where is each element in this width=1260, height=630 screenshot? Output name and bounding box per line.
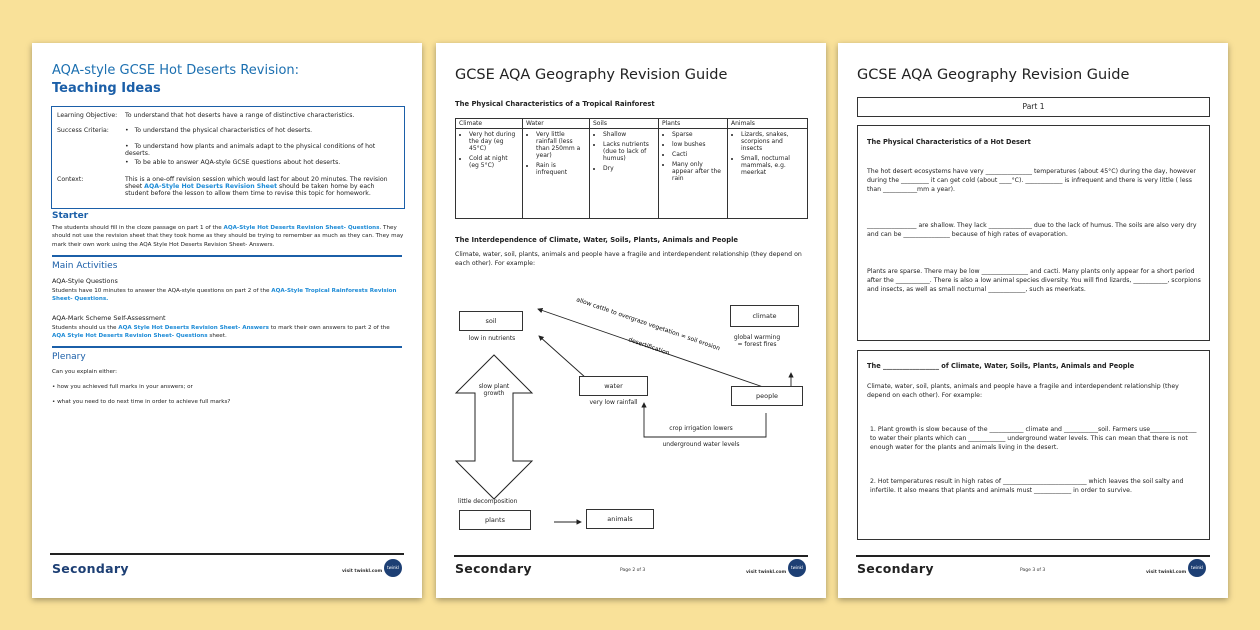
revision-sheet-link[interactable]: AQA-Style Hot Deserts Revision Sheet	[144, 183, 278, 190]
starter-heading: Starter	[52, 211, 89, 221]
part-1-banner: Part 1	[857, 97, 1210, 117]
rainforest-questions-link[interactable]: AQA-Style Tropical Rainforests Revision …	[52, 288, 397, 303]
aqa-questions-subheading: AQA-Style Questions	[52, 277, 118, 285]
starter-text: The students should fill in the cloze pa…	[52, 225, 404, 248]
arrow-water-to-soil	[538, 335, 587, 379]
question-item: 2. Hot temperatures result in high rates…	[870, 478, 1184, 494]
interdependence-diagram: allow cattle to overgraze vegetation = s…	[454, 296, 794, 525]
starter-link[interactable]: AQA-Style Hot Deserts Revision Sheet- Qu…	[223, 225, 380, 231]
footer-rule	[856, 555, 1210, 557]
secondary-label: Secondary	[857, 561, 934, 576]
cloze-paragraph: ________________ are shallow. They lack …	[867, 222, 1197, 238]
table-cell: Sparselow bushesCactiMany only appear af…	[658, 128, 728, 219]
table-cell: Very hot during the day (eg 45°C)Cold at…	[455, 128, 523, 219]
water-note: very low rainfall	[589, 399, 638, 406]
learning-objective-text: To understand that hot deserts have a ra…	[125, 112, 355, 119]
plenary-item: • what you need to do next time in order…	[52, 399, 231, 405]
climate-box: climate	[730, 305, 799, 327]
footer-rule	[454, 555, 808, 557]
underground-label: underground water levels	[662, 441, 740, 448]
twinkl-logo: twinkl	[384, 559, 402, 577]
aqa-questions-text: Students have 10 minutes to answer the A…	[52, 288, 397, 303]
success-criteria-item: • To be able to answer AQA-style GCSE qu…	[125, 159, 341, 166]
context-text: This is a one-off revision session which…	[125, 176, 388, 197]
water-box: water	[579, 376, 648, 396]
interdependence-intro: Climate, water, soil, plants, animals an…	[455, 251, 802, 267]
plenary-intro: Can you explain either:	[52, 369, 118, 375]
page-number: Page 2 of 3	[620, 568, 646, 573]
arrow-people-to-soil	[537, 307, 767, 389]
table-cell: Lizards, snakes, scorpions and insectsSm…	[727, 128, 808, 219]
people-box: people	[731, 386, 803, 406]
success-criteria-label: Success Criteria:	[57, 127, 109, 134]
rainforest-section-heading: The Physical Characteristics of a Tropic…	[455, 100, 655, 108]
answers-link[interactable]: AQA Style Hot Deserts Revision Sheet- An…	[118, 325, 269, 331]
double-arrow	[454, 354, 534, 500]
little-decomposition-label: little decomposition	[458, 498, 518, 505]
questions-link[interactable]: AQA Style Hot Deserts Revision Sheet- Qu…	[52, 333, 208, 340]
question-item: 1. Plant growth is slow because of the _…	[870, 426, 1197, 451]
visit-link[interactable]: visit twinkl.com	[746, 570, 787, 575]
interdependence-intro: Climate, water, soil, plants, animals an…	[867, 383, 1179, 399]
secondary-label: Secondary	[455, 561, 532, 576]
context-label: Context:	[57, 176, 84, 183]
page1-title-line1: AQA-style GCSE Hot Deserts Revision:	[52, 63, 300, 78]
divider	[52, 255, 402, 257]
table-cell: Very little rainfall (less than 250mm a …	[522, 128, 590, 219]
page-revision-guide-questions: GCSE AQA Geography Revision Guide Part 1…	[838, 43, 1228, 598]
success-criteria-item: • To understand how plants and animals a…	[125, 143, 376, 157]
table-cell: ShallowLacks nutrients (due to lack of h…	[589, 128, 659, 219]
divider	[52, 346, 402, 348]
slow-growth-label: slow plant growth	[478, 383, 510, 397]
hot-desert-box: The Physical Characteristics of a Hot De…	[857, 125, 1210, 341]
interdependence-heading: The _________________ of Climate, Water,…	[867, 362, 1135, 370]
twinkl-logo: twinkl	[788, 559, 806, 577]
cloze-paragraph: The hot desert ecosystems have very ____…	[867, 168, 1196, 193]
cloze-paragraph: Plants are sparse. There may be low ____…	[867, 268, 1201, 293]
objectives-box: Learning Objective: To understand that h…	[51, 106, 405, 209]
soil-note: low in nutrients	[468, 335, 516, 342]
hot-desert-heading: The Physical Characteristics of a Hot De…	[867, 138, 1031, 146]
desertification-label: desertification	[627, 336, 670, 357]
page3-title: GCSE AQA Geography Revision Guide	[857, 67, 1130, 83]
success-criteria-item: • To understand the physical characteris…	[125, 127, 313, 134]
page1-title-line2: Teaching Ideas	[52, 81, 161, 96]
characteristics-table: Climate Water Soils Plants Animals Very …	[455, 118, 808, 219]
twinkl-logo: twinkl	[1188, 559, 1206, 577]
plants-box: plants	[459, 510, 531, 530]
page-number: Page 3 of 3	[1020, 568, 1046, 573]
page-revision-guide-answers: GCSE AQA Geography Revision Guide The Ph…	[436, 43, 826, 598]
secondary-label: Secondary	[52, 561, 129, 576]
visit-link[interactable]: visit twinkl.com	[342, 569, 383, 574]
footer-rule	[50, 553, 404, 555]
page-teaching-ideas: AQA-style GCSE Hot Deserts Revision: Tea…	[32, 43, 422, 598]
animals-box: animals	[586, 509, 654, 529]
arrow-people-to-water	[641, 402, 767, 438]
interdependence-heading: The Interdependence of Climate, Water, S…	[455, 236, 739, 244]
plenary-heading: Plenary	[52, 352, 86, 362]
crop-irrigation-label: crop irrigation lowers	[669, 425, 733, 432]
learning-objective-label: Learning Objective:	[57, 112, 118, 119]
plenary-item: • how you achieved full marks in your an…	[52, 384, 193, 390]
climate-note: global warming = forest fires	[733, 334, 781, 348]
page2-title: GCSE AQA Geography Revision Guide	[455, 67, 728, 83]
main-activities-heading: Main Activities	[52, 261, 118, 271]
interdependence-box: The _________________ of Climate, Water,…	[857, 350, 1210, 540]
mark-scheme-text: Students should us the AQA Style Hot Des…	[52, 325, 390, 340]
mark-scheme-subheading: AQA-Mark Scheme Self-Assessment	[52, 314, 166, 322]
soil-box: soil	[459, 311, 523, 331]
visit-link[interactable]: visit twinkl.com	[1146, 570, 1187, 575]
